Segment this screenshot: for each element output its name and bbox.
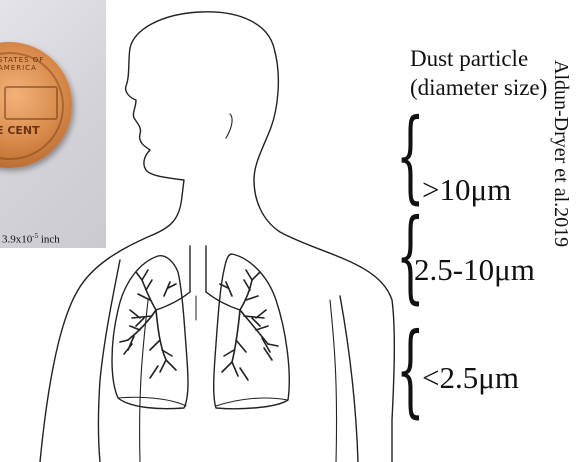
bronchus-left	[156, 292, 190, 310]
right-arm-line	[340, 296, 358, 462]
range-small-label: <2.5μm	[422, 360, 519, 396]
range-large-label: >10μm	[422, 172, 511, 208]
legend-title: Dust particle (diameter size)	[410, 44, 547, 102]
brace-large: {	[396, 106, 425, 206]
bronchus-right	[206, 292, 240, 310]
brace-small: {	[396, 320, 425, 420]
range-medium-label: 2.5-10μm	[414, 252, 535, 288]
right-lung	[214, 254, 290, 409]
right-torso-line	[330, 300, 337, 462]
left-bronchial-tree	[120, 270, 176, 378]
legend-title-line2: (diameter size)	[410, 73, 547, 102]
legend-title-line1: Dust particle	[410, 44, 547, 73]
right-bronchial-tree	[220, 270, 278, 380]
left-arm-line	[99, 260, 121, 462]
diaphragm-left	[118, 397, 186, 406]
body-outline	[40, 12, 394, 462]
left-lung	[112, 256, 188, 409]
ear	[226, 114, 232, 138]
citation: Aldun-Dryer et al.2019	[549, 60, 572, 247]
